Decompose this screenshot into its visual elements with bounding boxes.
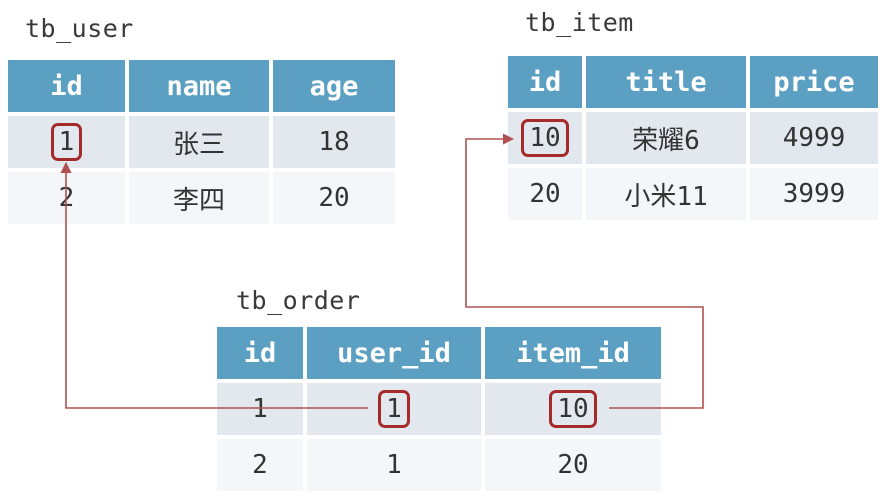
tb-order-cell-id: 2	[217, 439, 303, 491]
tb-order-header-id: id	[217, 327, 303, 379]
tb-item-cell-id: 10	[508, 112, 582, 164]
tb-item-header-price: price	[750, 56, 878, 108]
tb-item-cell-title: 荣耀6	[586, 112, 746, 164]
tb-user-cell-id: 1	[8, 116, 125, 168]
tb-order-cell-id: 1	[217, 383, 303, 435]
highlight-box: 1	[378, 390, 410, 428]
highlight-box: 10	[549, 390, 597, 428]
table-row: 1 1 10	[217, 383, 661, 435]
table-row: 2 1 20	[217, 439, 661, 491]
tb-user-cell-id: 2	[8, 172, 125, 224]
tb-user-cell-name: 张三	[129, 116, 269, 168]
tb-user-cell-age: 20	[273, 172, 395, 224]
table-row: 20 小米11 3999	[508, 168, 878, 220]
highlight-box: 10	[521, 119, 569, 157]
tb-user-header-age: age	[273, 60, 395, 112]
tb-user-header-name: name	[129, 60, 269, 112]
tb-order-cell-user-id: 1	[307, 383, 481, 435]
tb-order-header-item-id: item_id	[485, 327, 661, 379]
tb-user-caption: tb_user	[25, 14, 134, 43]
tb-item-header-id: id	[508, 56, 582, 108]
tb-order-cell-item-id: 10	[485, 383, 661, 435]
tb-item-caption: tb_item	[525, 8, 634, 37]
tb-item-cell-title: 小米11	[586, 168, 746, 220]
tb-order-caption: tb_order	[236, 286, 361, 315]
tb-item-cell-price: 4999	[750, 112, 878, 164]
tb-order-cell-user-id: 1	[307, 439, 481, 491]
highlight-box: 1	[50, 123, 83, 161]
tb-user-cell-name: 李四	[129, 172, 269, 224]
tb-item-cell-price: 3999	[750, 168, 878, 220]
tb-user-header-id: id	[8, 60, 125, 112]
tb-item-cell-id: 20	[508, 168, 582, 220]
tb-user-table: id name age 1 张三 18 2 李四 20	[4, 56, 399, 228]
tb-order-header-user-id: user_id	[307, 327, 481, 379]
tb-item-table: id title price 10 荣耀6 4999 20 小米11 3999	[504, 52, 882, 224]
table-row: 10 荣耀6 4999	[508, 112, 878, 164]
tb-item-header-title: title	[586, 56, 746, 108]
tb-order-table: id user_id item_id 1 1 10 2 1 20	[213, 323, 665, 495]
table-row: 1 张三 18	[8, 116, 395, 168]
tb-order-cell-item-id: 20	[485, 439, 661, 491]
tb-user-cell-age: 18	[273, 116, 395, 168]
table-row: 2 李四 20	[8, 172, 395, 224]
